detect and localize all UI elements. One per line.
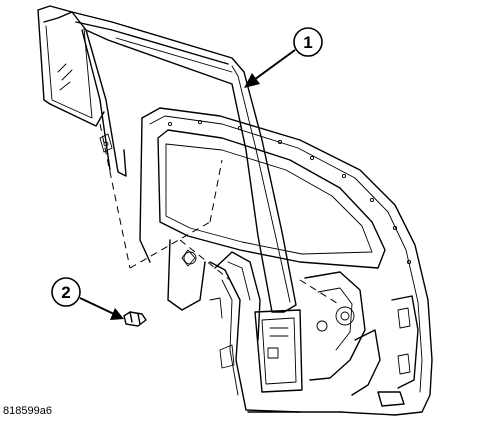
callout-2-arrowhead xyxy=(110,308,124,320)
door-inner-panel xyxy=(139,107,433,416)
callout-1-arrowhead xyxy=(244,73,260,88)
callout-2: 2 xyxy=(51,277,124,320)
figure-id: 818599a6 xyxy=(3,405,52,417)
fixed-vent-glass xyxy=(37,5,127,177)
glass-retaining-screw xyxy=(123,311,147,327)
callout-1: 1 xyxy=(244,27,323,88)
callout-1-leader xyxy=(253,49,296,81)
door-glass xyxy=(71,11,341,313)
callout-2-label: 2 xyxy=(61,283,70,302)
callout-1-circle xyxy=(293,27,323,57)
callout-1-label: 1 xyxy=(303,33,312,52)
callout-2-leader xyxy=(79,297,115,315)
callout-2-circle xyxy=(51,277,81,307)
